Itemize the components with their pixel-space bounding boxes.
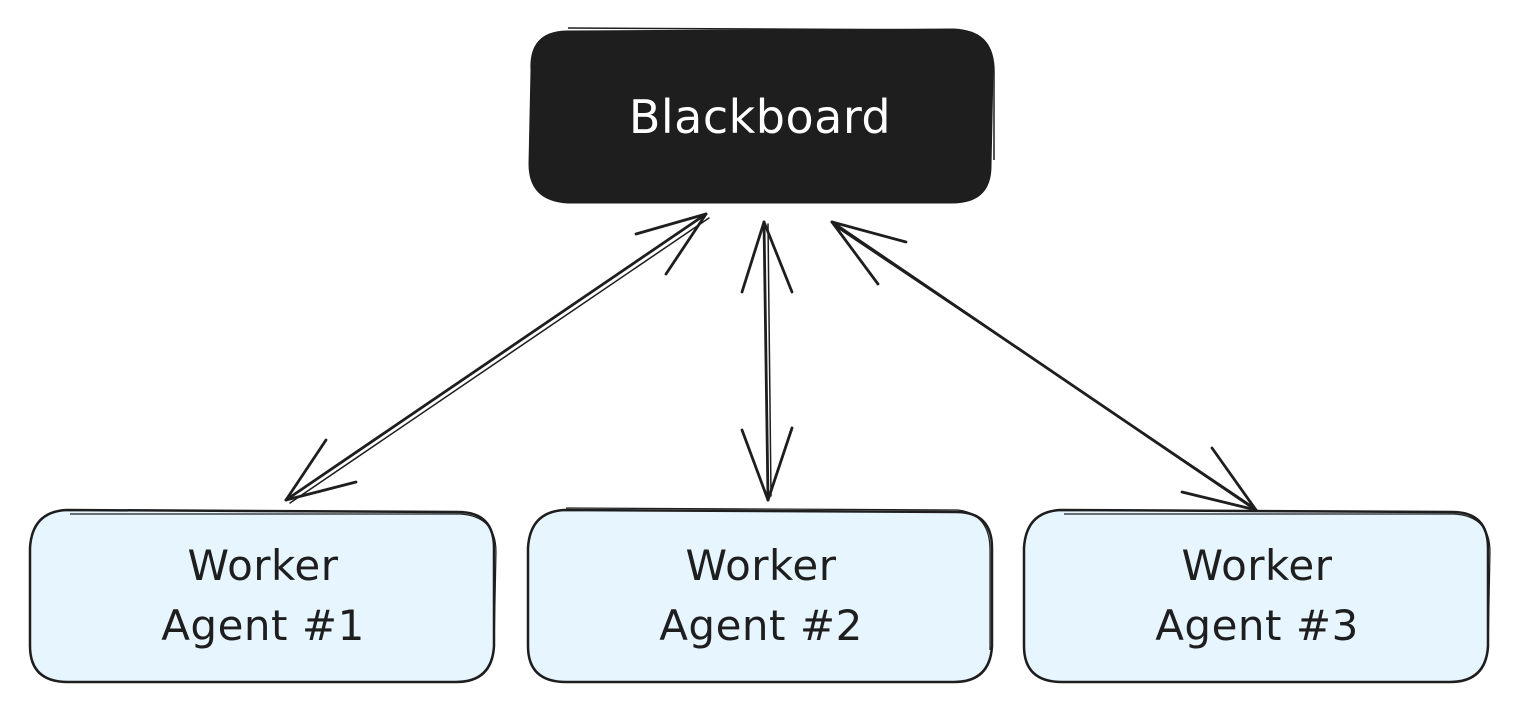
worker-node-1[interactable] bbox=[28, 508, 497, 684]
blackboard-node[interactable] bbox=[528, 27, 995, 204]
worker-node-2[interactable] bbox=[526, 507, 994, 684]
arrow-blackboard-worker-3 bbox=[830, 220, 1258, 512]
worker-node-3[interactable] bbox=[1022, 508, 1491, 684]
arrow-blackboard-worker-2 bbox=[740, 220, 794, 502]
arrow-blackboard-worker-1 bbox=[284, 212, 710, 504]
